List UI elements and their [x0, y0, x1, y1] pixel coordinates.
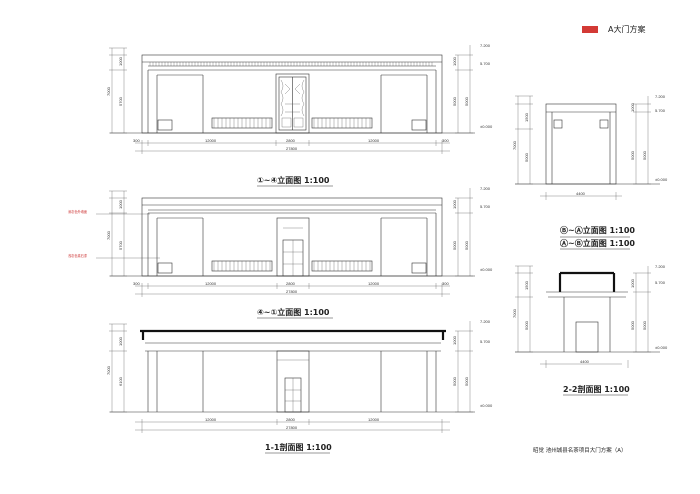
svg-text:7000: 7000 [106, 230, 111, 240]
svg-text:12000: 12000 [205, 138, 217, 143]
fence-left [211, 260, 273, 272]
legend-label: A大门方案 [608, 25, 646, 34]
svg-text:27800: 27800 [286, 289, 298, 294]
svg-text:7.200: 7.200 [480, 43, 491, 48]
svg-text:2800: 2800 [286, 417, 296, 422]
svg-text:1500: 1500 [524, 280, 529, 290]
svg-text:7000: 7000 [512, 140, 517, 150]
svg-text:300: 300 [442, 138, 449, 143]
elev-front-title: ①~④立面图 1:100 [257, 175, 330, 185]
svg-text:7000: 7000 [106, 365, 111, 375]
svg-text:300: 300 [133, 138, 140, 143]
legend-swatch [582, 26, 598, 33]
elev-front-outline [141, 54, 443, 134]
center-door [276, 350, 310, 413]
svg-text:5.700: 5.700 [480, 61, 491, 66]
svg-text:1000: 1000 [452, 199, 457, 209]
svg-text:5700: 5700 [118, 240, 123, 250]
svg-text:7.200: 7.200 [655, 264, 666, 269]
frieze-hatch [149, 62, 433, 66]
svg-text:1000: 1000 [630, 278, 635, 288]
svg-text:7.200: 7.200 [655, 94, 666, 99]
svg-text:6100: 6100 [118, 376, 123, 386]
ornamental-gate [275, 73, 310, 134]
svg-text:5000: 5000 [642, 150, 647, 160]
svg-text:300: 300 [133, 281, 140, 286]
elevation-back: 深灰色外墙面 浅灰色真石漆 7000 1000 5700 5000 5000 1… [68, 186, 493, 319]
svg-text:5.700: 5.700 [480, 204, 491, 209]
svg-text:5000: 5000 [452, 240, 457, 250]
svg-text:7000: 7000 [512, 308, 517, 318]
section-22-title: 2-2剖面图 1:100 [563, 384, 630, 394]
bench-right [411, 119, 427, 131]
svg-text:7.200: 7.200 [480, 319, 491, 324]
center-door [276, 217, 310, 277]
svg-text:±0.000: ±0.000 [480, 267, 493, 272]
bench-left [157, 262, 173, 274]
side-outline [545, 103, 617, 185]
fence-right [311, 117, 373, 129]
svg-text:5000: 5000 [452, 96, 457, 106]
svg-text:5000: 5000 [630, 150, 635, 160]
svg-text:1000: 1000 [118, 199, 123, 209]
svg-text:1000: 1000 [452, 56, 457, 66]
svg-text:5700: 5700 [118, 96, 123, 106]
svg-text:12000: 12000 [205, 417, 217, 422]
svg-text:27800: 27800 [286, 425, 298, 430]
svg-text:4400: 4400 [580, 359, 590, 364]
svg-text:12000: 12000 [205, 281, 217, 286]
section-2-2: 7000 1500 5000 5000 5000 1000 7.200 5.70… [512, 264, 668, 396]
fence-left [211, 117, 273, 129]
elevation-front: 7000 1000 5700 5000 5000 1000 7.200 5.70… [106, 43, 493, 187]
elev-back-title: ④~①立面图 1:100 [257, 307, 330, 317]
svg-text:2800: 2800 [286, 281, 296, 286]
svg-text:5000: 5000 [524, 152, 529, 162]
side-title-2: Ⓐ~Ⓑ立面图 1:100 [560, 238, 635, 248]
fence-right [311, 260, 373, 272]
svg-text:12000: 12000 [368, 138, 380, 143]
svg-text:4400: 4400 [576, 191, 586, 196]
svg-text:5000: 5000 [464, 96, 469, 106]
svg-text:12000: 12000 [368, 281, 380, 286]
svg-text:12000: 12000 [368, 417, 380, 422]
svg-text:7.200: 7.200 [480, 186, 491, 191]
svg-text:5.700: 5.700 [655, 280, 666, 285]
svg-text:5000: 5000 [464, 240, 469, 250]
side-title-1: Ⓑ~Ⓐ立面图 1:100 [560, 225, 635, 235]
bench-left [157, 119, 173, 131]
svg-text:2800: 2800 [286, 138, 296, 143]
svg-text:1000: 1000 [452, 335, 457, 345]
svg-text:5000: 5000 [630, 320, 635, 330]
svg-text:±0.000: ±0.000 [480, 403, 493, 408]
section-1-1: 7000 1000 6100 5000 5000 1000 7.200 5.70… [106, 319, 493, 454]
svg-text:1000: 1000 [118, 336, 123, 346]
svg-text:1000: 1000 [118, 56, 123, 66]
sheet-footer: 昭觉 池州城县名茶项目大门方案（A） [533, 446, 627, 454]
svg-text:1500: 1500 [524, 112, 529, 122]
svg-text:±0.000: ±0.000 [655, 345, 668, 350]
legend: A大门方案 [572, 23, 682, 37]
svg-text:27800: 27800 [286, 146, 298, 151]
svg-text:5000: 5000 [642, 320, 647, 330]
svg-text:7000: 7000 [106, 86, 111, 96]
svg-text:5.700: 5.700 [480, 339, 491, 344]
svg-text:1000: 1000 [630, 102, 635, 112]
annotation: 深灰色外墙面 [68, 209, 87, 214]
elevation-side: 7000 1500 5000 5000 5000 1000 7.200 5.70… [512, 94, 668, 250]
svg-text:5.700: 5.700 [655, 108, 666, 113]
annotation: 浅灰色真石漆 [68, 253, 88, 258]
section-11-title: 1-1剖面图 1:100 [265, 442, 332, 452]
svg-text:300: 300 [442, 281, 449, 286]
svg-text:±0.000: ±0.000 [480, 124, 493, 129]
svg-text:5000: 5000 [452, 376, 457, 386]
door [575, 321, 599, 353]
svg-text:5000: 5000 [524, 320, 529, 330]
bench-right [411, 262, 427, 274]
svg-text:5000: 5000 [464, 376, 469, 386]
svg-text:±0.000: ±0.000 [655, 177, 668, 182]
